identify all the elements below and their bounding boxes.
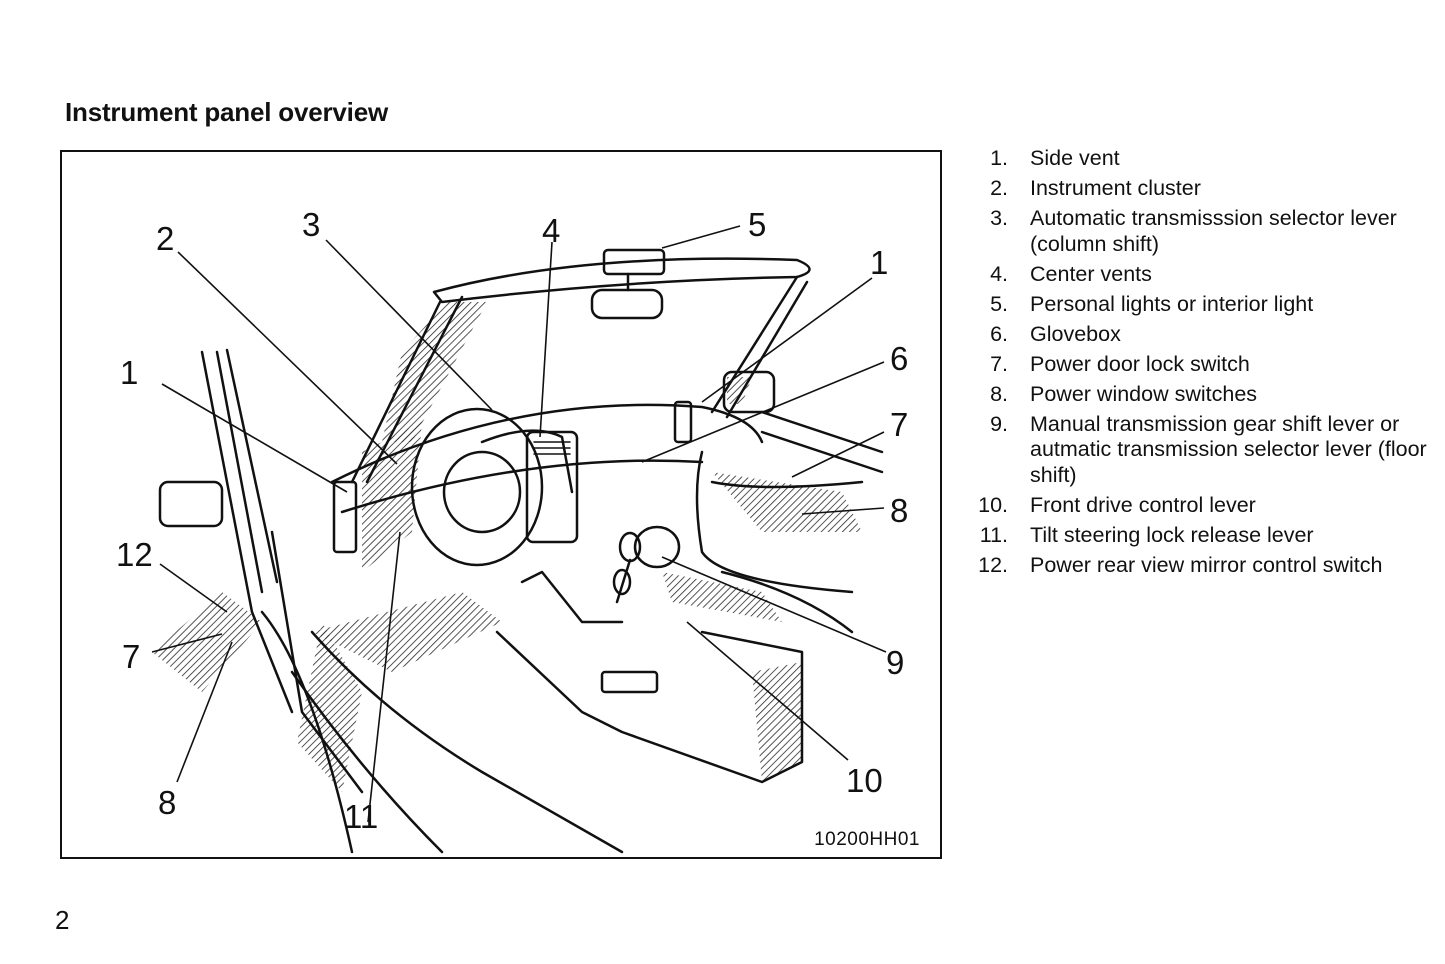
leader-12 bbox=[159, 563, 228, 613]
center-stack bbox=[525, 430, 579, 544]
legend-number: 3. bbox=[990, 206, 1008, 230]
legend-item: 8. Power window switches bbox=[968, 382, 1428, 408]
legend-text: Tilt steering lock release lever bbox=[1030, 522, 1314, 547]
interior-light bbox=[602, 248, 666, 276]
leader-11 bbox=[367, 531, 401, 823]
legend-text: Power rear view mirror control switch bbox=[1030, 552, 1383, 577]
leader-4 bbox=[539, 241, 553, 438]
callout-9: 9 bbox=[886, 644, 905, 681]
callout-2: 2 bbox=[156, 220, 175, 257]
legend-item: 9. Manual transmission gear shift lever o… bbox=[968, 412, 1428, 489]
callout-11: 11 bbox=[344, 798, 379, 835]
legend-number: 4. bbox=[990, 261, 1008, 286]
right-a-pillar bbox=[710, 275, 809, 419]
legend-number: 7. bbox=[990, 351, 1008, 376]
left-side-mirror bbox=[158, 480, 224, 528]
legend-text: Side vent bbox=[1030, 146, 1120, 170]
callout-4: 4 bbox=[542, 212, 561, 249]
leader-8-right bbox=[801, 507, 885, 515]
figure-code: 10200HH01 bbox=[814, 829, 920, 850]
callout-7-right: 7 bbox=[890, 406, 909, 443]
parts-legend: 1. Side vent 2. Instrument cluster 3. Autom… bbox=[968, 146, 1428, 583]
callout-1-right: 1 bbox=[870, 244, 889, 281]
callout-5: 5 bbox=[748, 206, 767, 243]
legend-number: 5. bbox=[990, 291, 1008, 316]
callout-10: 10 bbox=[846, 762, 883, 799]
page-title: Instrument panel overview bbox=[65, 97, 388, 127]
legend-number: 6. bbox=[990, 321, 1008, 346]
callout-8-left: 8 bbox=[158, 784, 177, 821]
legend-item: 2. Instrument cluster bbox=[968, 176, 1428, 202]
leader-9 bbox=[661, 556, 887, 653]
legend-item: 12. Power rear view mirror control switch bbox=[968, 553, 1428, 579]
leader-6 bbox=[641, 361, 885, 463]
leader-10 bbox=[686, 621, 849, 761]
leader-8-left bbox=[176, 641, 233, 783]
legend-number: 1. bbox=[990, 146, 1008, 170]
legend-text: Power door lock switch bbox=[1030, 351, 1250, 376]
legend-item: 11. Tilt steering lock release lever bbox=[968, 523, 1428, 549]
legend-number: 12. bbox=[978, 552, 1008, 577]
legend-item: 4. Center vents bbox=[968, 262, 1428, 288]
legend-item: 6. Glovebox bbox=[968, 322, 1428, 348]
leader-7-left bbox=[151, 633, 223, 653]
callout-3: 3 bbox=[302, 206, 321, 243]
leader-5 bbox=[661, 225, 741, 249]
leader-7-right bbox=[791, 431, 885, 478]
roof-header bbox=[432, 257, 811, 304]
leader-3 bbox=[325, 239, 493, 411]
legend-number: 9. bbox=[990, 411, 1008, 436]
instrument-panel-figure: 1 2 3 4 5 1 6 7 8 12 7 8 11 9 10 10200HH… bbox=[60, 150, 942, 859]
callout-12: 12 bbox=[116, 536, 153, 573]
callout-6: 6 bbox=[890, 340, 909, 377]
leader-1-left bbox=[161, 383, 348, 493]
callout-8-right: 8 bbox=[890, 492, 909, 529]
dashboard-illustration bbox=[151, 225, 887, 854]
legend-text: Power window switches bbox=[1030, 381, 1258, 406]
legend-item: 1. Side vent bbox=[968, 146, 1428, 172]
legend-item: 7. Power door lock switch bbox=[968, 352, 1428, 378]
leader-2 bbox=[177, 251, 398, 465]
legend-item: 3. Automatic transmisssion selector lever… bbox=[968, 206, 1428, 257]
leader-1-right bbox=[701, 277, 873, 403]
legend-text: Glovebox bbox=[1030, 321, 1121, 346]
legend-text: Front drive control lever bbox=[1030, 492, 1256, 517]
legend-item: 5. Personal lights or interior light bbox=[968, 292, 1428, 318]
legend-number: 8. bbox=[990, 381, 1008, 406]
legend-number: 11. bbox=[979, 522, 1008, 547]
legend-text: Instrument cluster bbox=[1030, 176, 1201, 200]
legend-text: Manual transmission gear shift lever or … bbox=[1030, 411, 1427, 487]
page-number: 2 bbox=[55, 905, 70, 935]
legend-number: 10. bbox=[978, 492, 1008, 517]
right-side-mirror bbox=[722, 370, 776, 414]
callout-7-left: 7 bbox=[122, 638, 141, 675]
legend-item: 10. Front drive control lever bbox=[968, 493, 1428, 519]
legend-number: 2. bbox=[990, 176, 1008, 200]
callout-1-left: 1 bbox=[120, 354, 139, 391]
legend-text: Personal lights or interior light bbox=[1030, 291, 1314, 316]
legend-text: Automatic transmisssion selector lever (… bbox=[1030, 206, 1397, 256]
legend-text: Center vents bbox=[1030, 261, 1152, 286]
rearview-mirror bbox=[590, 288, 664, 320]
